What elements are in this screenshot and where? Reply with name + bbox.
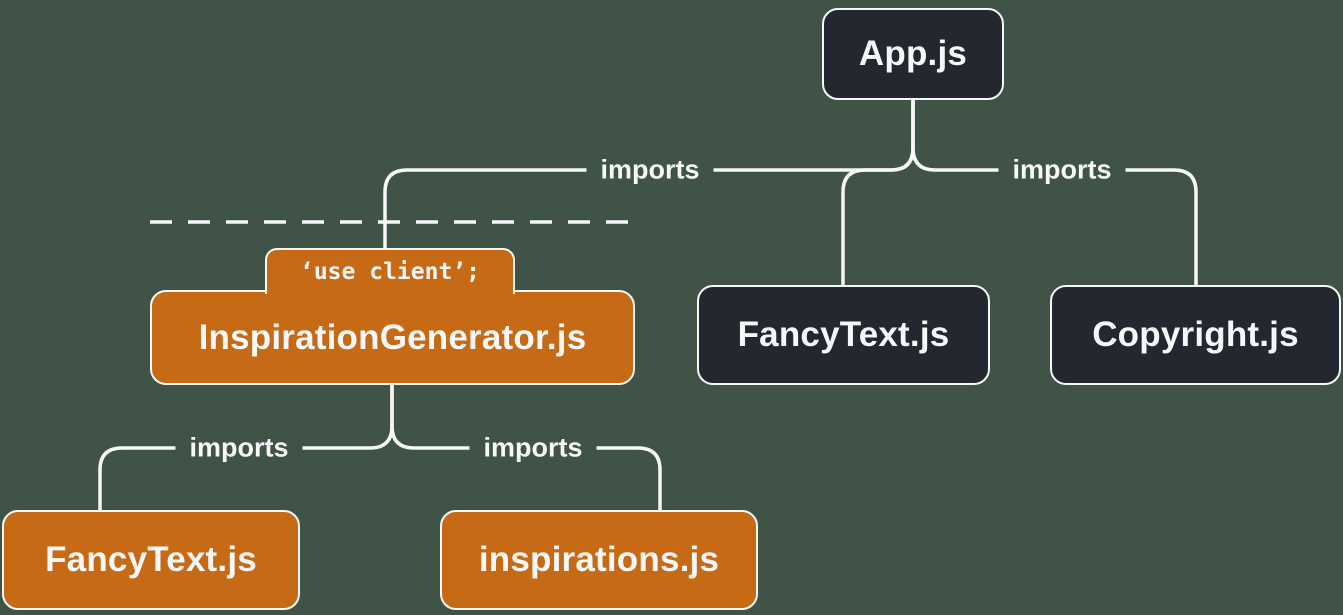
edge-label-app-imports-inspiration-generator: imports xyxy=(586,152,714,188)
node-app-js-label: App.js xyxy=(858,34,968,73)
node-copyright-js-label: Copyright.js xyxy=(1092,315,1299,354)
node-fancytext-js-server-label: FancyText.js xyxy=(737,315,950,354)
edge-label-inspiration-generator-imports-inspirations: imports xyxy=(469,430,597,466)
edge-label-inspiration-generator-imports-fancytext: imports xyxy=(175,430,303,466)
use-client-directive-tab: ‘use client’; xyxy=(265,248,515,294)
edge-app-to-copyright xyxy=(911,100,1198,285)
node-inspiration-generator-js: InspirationGenerator.js xyxy=(150,290,635,385)
node-fancytext-js-server: FancyText.js xyxy=(697,285,990,385)
edge-app-to-fancytext xyxy=(841,100,915,285)
node-inspiration-generator-js-label: InspirationGenerator.js xyxy=(198,317,587,357)
node-copyright-js: Copyright.js xyxy=(1050,285,1341,385)
node-inspirations-js: inspirations.js xyxy=(440,510,758,610)
use-client-directive-text: ‘use client’; xyxy=(299,259,480,285)
node-fancytext-js-client-label: FancyText.js xyxy=(45,540,257,579)
node-inspirations-js-label: inspirations.js xyxy=(478,540,720,579)
node-app-js: App.js xyxy=(822,8,1004,100)
node-fancytext-js-client: FancyText.js xyxy=(2,510,300,610)
edge-label-app-imports-copyright: imports xyxy=(998,152,1126,188)
